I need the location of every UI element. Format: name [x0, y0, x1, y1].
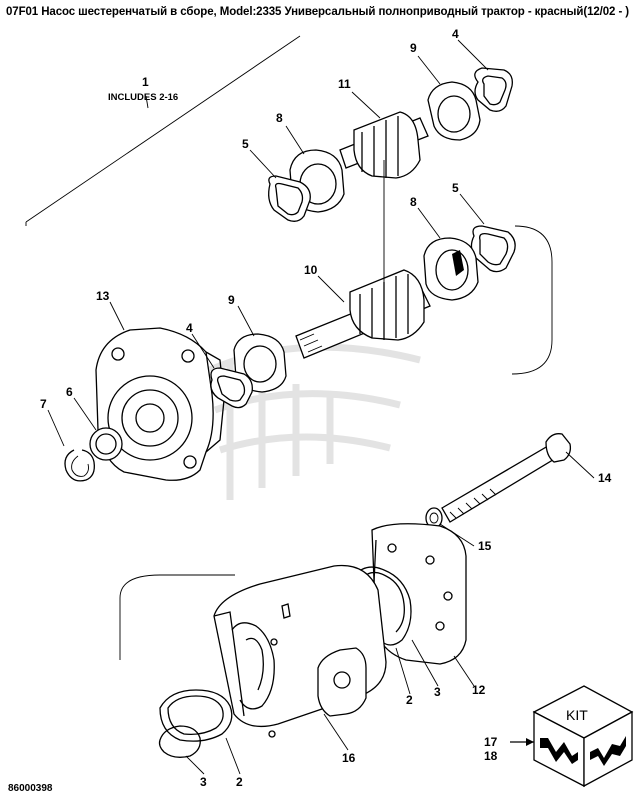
assembly-callout-note: INCLUDES 2-16 — [108, 92, 178, 103]
callout-11: 11 — [338, 77, 351, 91]
callout-8-mid: 8 — [410, 195, 417, 209]
callout-9-top: 9 — [410, 41, 417, 55]
callout-3-left: 3 — [200, 775, 207, 789]
callout-16: 16 — [342, 751, 356, 765]
kit-callout-17: 17 — [484, 735, 498, 749]
callout-8-top: 8 — [276, 111, 283, 125]
callout-2-left: 2 — [236, 775, 243, 789]
callout-14: 14 — [598, 471, 612, 485]
kit-callout-18: 18 — [484, 749, 498, 763]
pump-body-group — [158, 523, 467, 758]
kit-box-icon — [510, 685, 634, 788]
callout-4-top: 4 — [452, 27, 459, 41]
diagram-title: 07F01 Насос шестеренчатый в сборе, Model… — [6, 6, 630, 18]
callout-7: 7 — [40, 397, 47, 411]
assembly-bracket — [25, 35, 553, 660]
callout-9-mid: 9 — [228, 293, 235, 307]
bolt-group — [425, 433, 572, 529]
assembly-callout-number: 1 — [142, 75, 149, 89]
callout-2-right: 2 — [406, 693, 413, 707]
front-cover-group — [64, 327, 287, 482]
callout-labels: 1 INCLUDES 2-16 4 9 11 8 5 5 8 10 13 9 4… — [40, 27, 612, 789]
callout-13: 13 — [96, 289, 110, 303]
callout-5-mid: 5 — [452, 181, 459, 195]
callout-5-top: 5 — [242, 137, 249, 151]
callout-15: 15 — [478, 539, 492, 553]
upper-gear-group — [268, 67, 513, 222]
middle-gear-group — [295, 160, 516, 359]
document-number: 86000398 — [8, 783, 53, 794]
leader-lines — [47, 39, 595, 775]
callout-4-mid: 4 — [186, 321, 193, 335]
kit-label: KIT — [566, 707, 588, 723]
callout-12: 12 — [472, 683, 486, 697]
callout-6: 6 — [66, 385, 73, 399]
callout-3-right: 3 — [434, 685, 441, 699]
callout-10: 10 — [304, 263, 318, 277]
